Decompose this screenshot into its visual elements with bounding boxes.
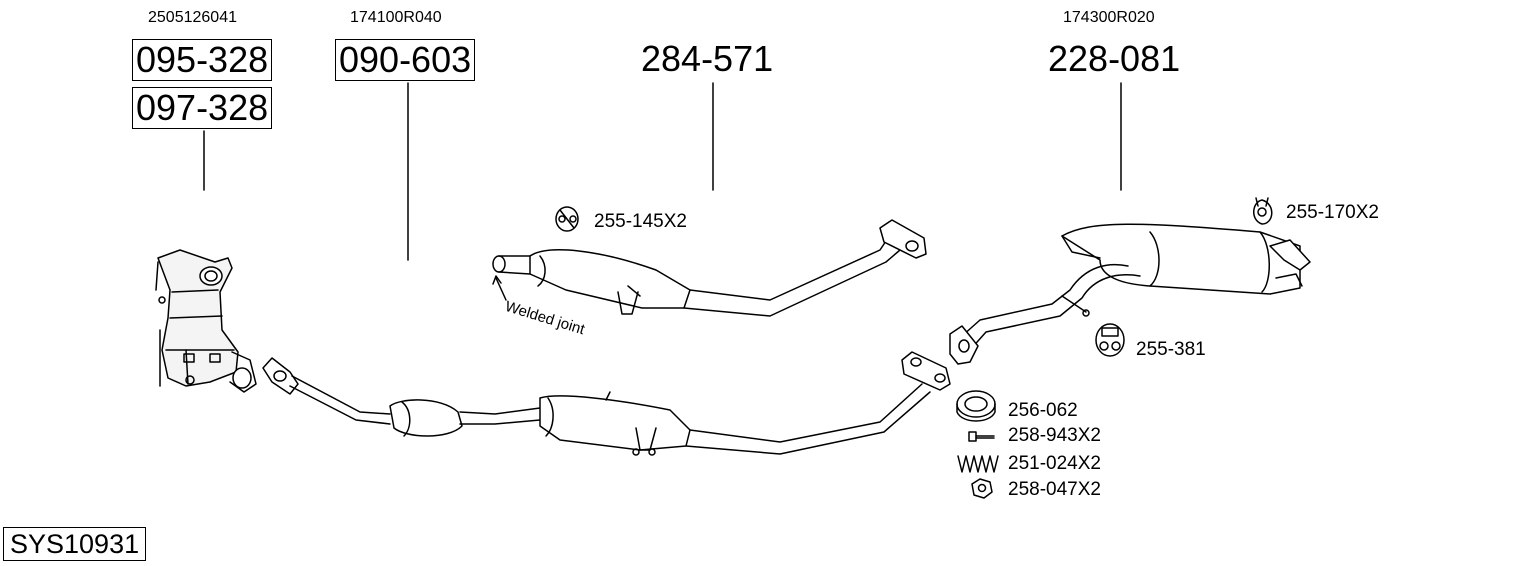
- gasket-icon: [956, 390, 996, 422]
- catalytic-converter-drawing: [155, 249, 257, 393]
- label-gasket: 256-062: [1008, 400, 1078, 421]
- label-hanger-rear-top: 255-170X2: [1286, 202, 1379, 223]
- label-hanger-rear: 255-381: [1136, 339, 1206, 360]
- label-hanger-middle: 255-145X2: [594, 211, 687, 232]
- part-number-middle-section: 284-571: [641, 38, 774, 79]
- oem-number-front-pipe: 174100R040: [350, 9, 442, 26]
- oem-number-rear-silencer: 174300R020: [1063, 9, 1155, 26]
- system-id: SYS10931: [3, 527, 147, 561]
- spring-icon: [957, 455, 999, 473]
- nut-icon: [971, 478, 993, 499]
- rubber-hanger-icon-rear-top: [1253, 197, 1273, 225]
- bolt-icon: [968, 431, 995, 442]
- rubber-hanger-icon-rear: [1095, 323, 1125, 357]
- front-pipe-drawing: [262, 351, 951, 456]
- oem-number-catalytic: 2505126041: [148, 9, 237, 26]
- part-number-front-pipe: 090-603: [335, 39, 476, 81]
- part-number-catalytic-1: 095-328: [132, 39, 273, 81]
- label-nut: 258-047X2: [1008, 479, 1101, 500]
- middle-section-drawing: [492, 219, 927, 317]
- part-number-catalytic-2: 097-328: [132, 87, 273, 129]
- part-number-rear-silencer: 228-081: [1048, 38, 1181, 79]
- rear-silencer-drawing: [949, 223, 1311, 365]
- label-spring: 251-024X2: [1008, 453, 1101, 474]
- label-bolt: 258-943X2: [1008, 425, 1101, 446]
- rubber-hanger-icon-middle: [555, 206, 579, 232]
